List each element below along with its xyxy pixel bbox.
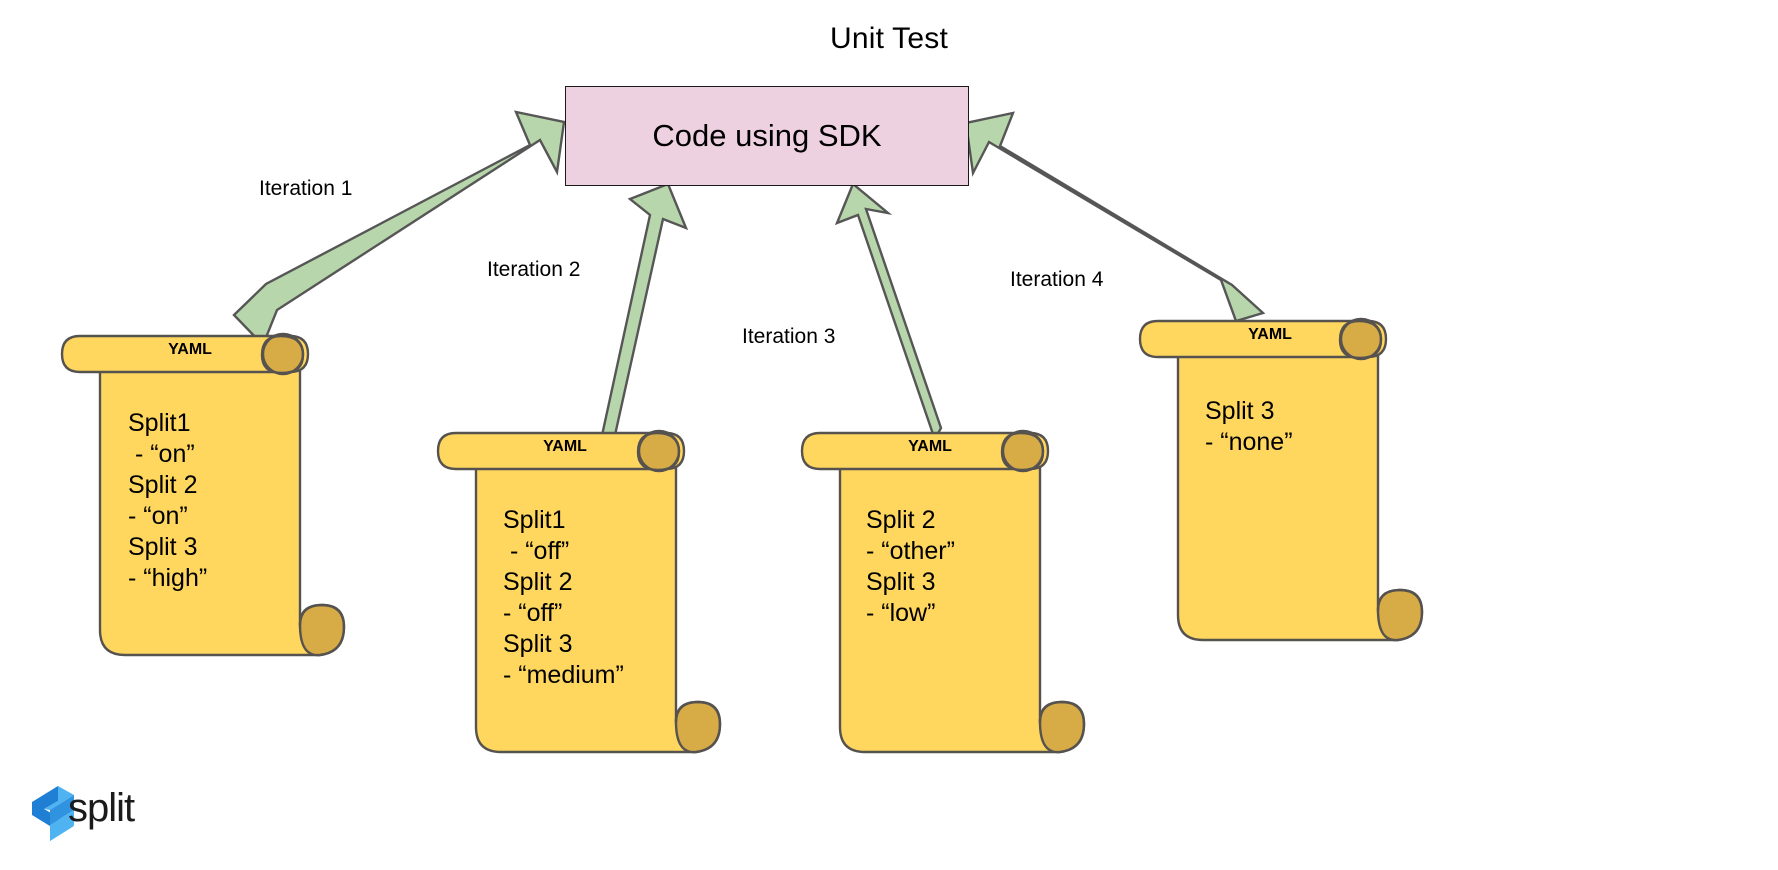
yaml-scroll-1-body: Split1 - “on” Split 2 - “on” Split 3 - “… <box>128 409 208 592</box>
iteration-1-label: Iteration 1 <box>259 177 353 200</box>
iteration-3-arrow <box>834 182 943 459</box>
yaml-scroll-2 <box>436 429 722 754</box>
yaml-scroll-4-title: YAML <box>1248 326 1292 343</box>
code-using-sdk-label: Code using SDK <box>652 118 882 153</box>
yaml-scroll-2-title: YAML <box>543 438 587 455</box>
split-logo-text: split <box>68 786 135 830</box>
iteration-4-label: Iteration 4 <box>1010 268 1104 291</box>
yaml-scroll-1 <box>60 332 346 657</box>
iteration-3-label: Iteration 3 <box>742 325 836 348</box>
iteration-4-arrow <box>964 111 1266 323</box>
iteration-2-arrow <box>564 182 689 462</box>
yaml-scroll-3 <box>800 429 1086 754</box>
code-using-sdk-box[interactable]: Code using SDK <box>565 86 969 186</box>
yaml-scroll-4-body: Split 3 - “none” <box>1205 397 1293 456</box>
iteration-2-label: Iteration 2 <box>487 258 581 281</box>
yaml-scroll-4 <box>1138 317 1424 642</box>
page-title: Unit Test <box>830 22 948 55</box>
yaml-scroll-1-title: YAML <box>168 341 212 358</box>
iteration-1-arrow <box>232 110 566 348</box>
yaml-scroll-3-title: YAML <box>908 438 952 455</box>
split-chevron-icon <box>32 786 74 841</box>
yaml-scroll-3-body: Split 2 - “other” Split 3 - “low” <box>866 506 955 627</box>
yaml-scroll-2-body: Split1 - “off” Split 2 - “off” Split 3 -… <box>503 506 624 689</box>
